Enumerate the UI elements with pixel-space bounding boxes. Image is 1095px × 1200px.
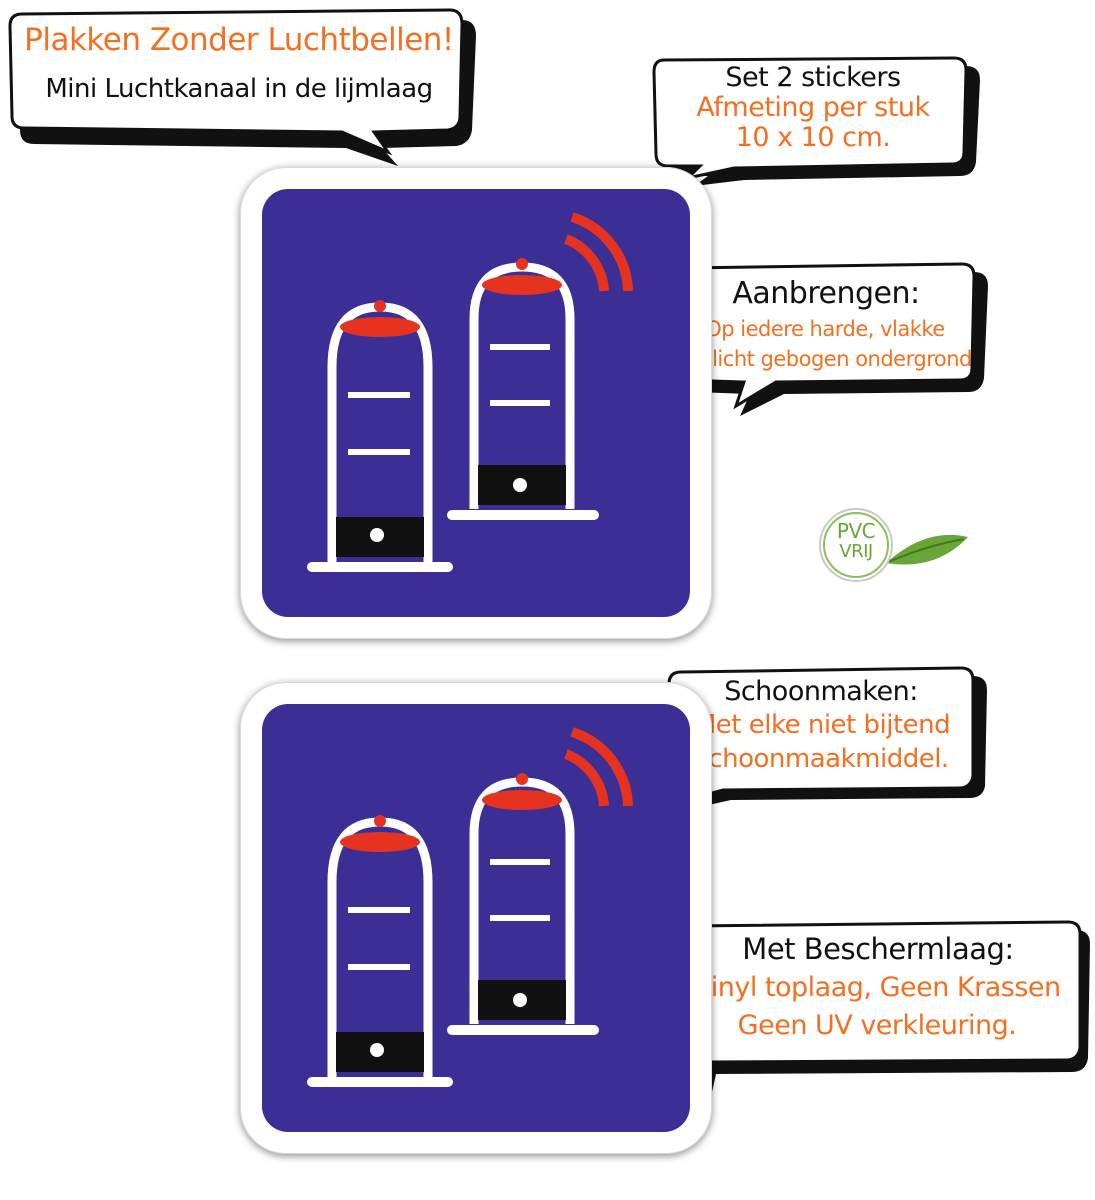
leaf-icon (819, 508, 968, 582)
size-label: Afmeting per stuk (696, 92, 930, 123)
clean-speech-bubble: Schoonmaken: Met elke niet bijtend schoo… (655, 666, 987, 808)
set-count-label: Set 2 stickers (725, 62, 901, 93)
size-value: 10 x 10 cm. (735, 122, 891, 153)
speech-bubble-shape (653, 262, 988, 416)
clean-heading: Schoonmaken: (724, 676, 918, 707)
headline-speech-bubble: Plakken Zonder Luchtbellen! Mini Luchtka… (4, 6, 476, 166)
headline-title: Plakken Zonder Luchtbellen! (24, 22, 454, 58)
protection-heading: Met Beschermlaag: (742, 932, 1014, 966)
headline-subtitle: Mini Luchtkanaal in de lijmlaag (45, 74, 433, 104)
apply-speech-bubble: Aanbrengen: Op iedere harde, vlakke tot … (648, 262, 988, 416)
security-gate-alarm-icon (307, 727, 633, 1087)
apply-line-2: tot licht gebogen ondergrond (678, 347, 972, 371)
speech-bubble-shape (655, 920, 1090, 1092)
speech-bubble-shape (652, 56, 980, 186)
pvc-free-badge: PVC VRIJ (816, 505, 972, 585)
security-gate-alarm-icon (307, 212, 633, 572)
protection-line-2: Geen UV verkleuring. (737, 1010, 1017, 1041)
vrij-label: VRIJ (839, 541, 873, 562)
set-info-speech-bubble: Set 2 stickers Afmeting per stuk 10 x 10… (648, 54, 980, 186)
pvc-label: PVC (836, 519, 876, 543)
clean-line-2: schoonmaakmiddel. (695, 744, 949, 774)
protection-line-1: Vinyl toplaag, Geen Krassen (693, 972, 1061, 1003)
clean-line-1: Met elke niet bijtend (693, 710, 951, 740)
apply-line-1: Op iedere harde, vlakke (705, 317, 945, 341)
apply-heading: Aanbrengen: (732, 276, 920, 311)
sticker-1 (240, 167, 712, 639)
sticker-2 (240, 682, 712, 1154)
speech-bubble-shape (8, 8, 476, 166)
speech-bubble-shape (667, 666, 987, 808)
protection-speech-bubble: Met Beschermlaag: Vinyl toplaag, Geen Kr… (652, 920, 1092, 1092)
